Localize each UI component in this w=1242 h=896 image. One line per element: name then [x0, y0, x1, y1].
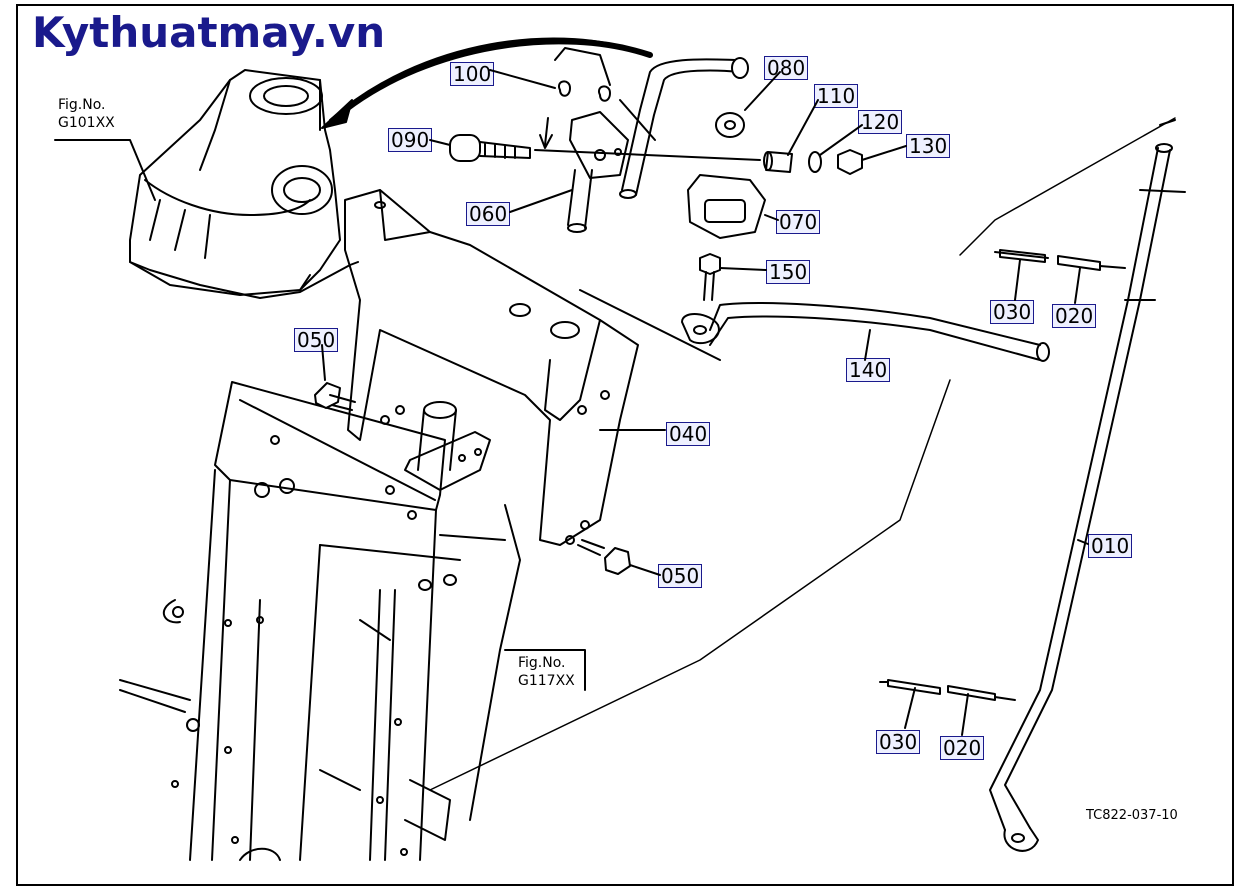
part-label-110[interactable]: 110: [814, 84, 859, 108]
part-label-040[interactable]: 040: [666, 422, 711, 446]
part-label-070[interactable]: 070: [776, 210, 821, 234]
bolt-050-top: [314, 344, 356, 411]
bolt-090: [429, 134, 761, 162]
part-label-020-top[interactable]: 020: [1052, 304, 1097, 328]
column-cover: [54, 69, 359, 299]
column-tube: [404, 401, 491, 491]
part-label-100[interactable]: 100: [450, 62, 495, 86]
bolt-150: [699, 253, 767, 301]
part-label-090[interactable]: 090: [388, 128, 433, 152]
part-label-140[interactable]: 140: [846, 358, 891, 382]
drawing-frame: [16, 4, 1234, 886]
part-label-120[interactable]: 120: [858, 110, 903, 134]
part-label-020-bottom[interactable]: 020: [940, 736, 985, 760]
lever-pin: [619, 57, 749, 199]
part-label-150[interactable]: 150: [766, 260, 811, 284]
spring-100: [489, 47, 611, 149]
bolt-050-bottom: [577, 539, 661, 576]
shaft-060: [509, 111, 629, 233]
curved-arrow: [321, 37, 653, 129]
pins-top: [994, 249, 1126, 304]
drawing-code: TC822-037-10: [1086, 808, 1178, 823]
bushing-080: [715, 71, 781, 138]
frame-plate: [119, 381, 586, 861]
part-label-030-top[interactable]: 030: [990, 300, 1035, 324]
nut-130: [837, 145, 907, 175]
assembly-lines: [429, 117, 1176, 791]
part-label-050-top[interactable]: 050: [294, 328, 339, 352]
part-label-060[interactable]: 060: [466, 202, 511, 226]
part-label-050-bottom[interactable]: 050: [658, 564, 703, 588]
grommet-070: [687, 174, 779, 239]
collar-110: [763, 99, 819, 173]
part-label-030-bottom[interactable]: 030: [876, 730, 921, 754]
rod-010: [989, 119, 1186, 852]
fig-ref-top-label: Fig.No.: [58, 97, 106, 113]
site-brand: Kythuatmay.vn: [32, 8, 386, 57]
part-label-010[interactable]: 010: [1088, 534, 1133, 558]
rod-140: [579, 289, 1050, 362]
fig-ref-top-value: G101XX: [58, 115, 115, 131]
bracket-040: [344, 189, 666, 546]
fig-ref-bottom: Fig.No. G117XX: [518, 654, 575, 690]
fig-ref-bottom-value: G117XX: [518, 673, 575, 689]
washer-120: [808, 124, 863, 173]
fig-ref-bottom-label: Fig.No.: [518, 655, 566, 671]
pins-bottom: [879, 679, 1016, 736]
part-label-080[interactable]: 080: [764, 56, 809, 80]
fig-ref-top: Fig.No. G101XX: [58, 96, 115, 132]
